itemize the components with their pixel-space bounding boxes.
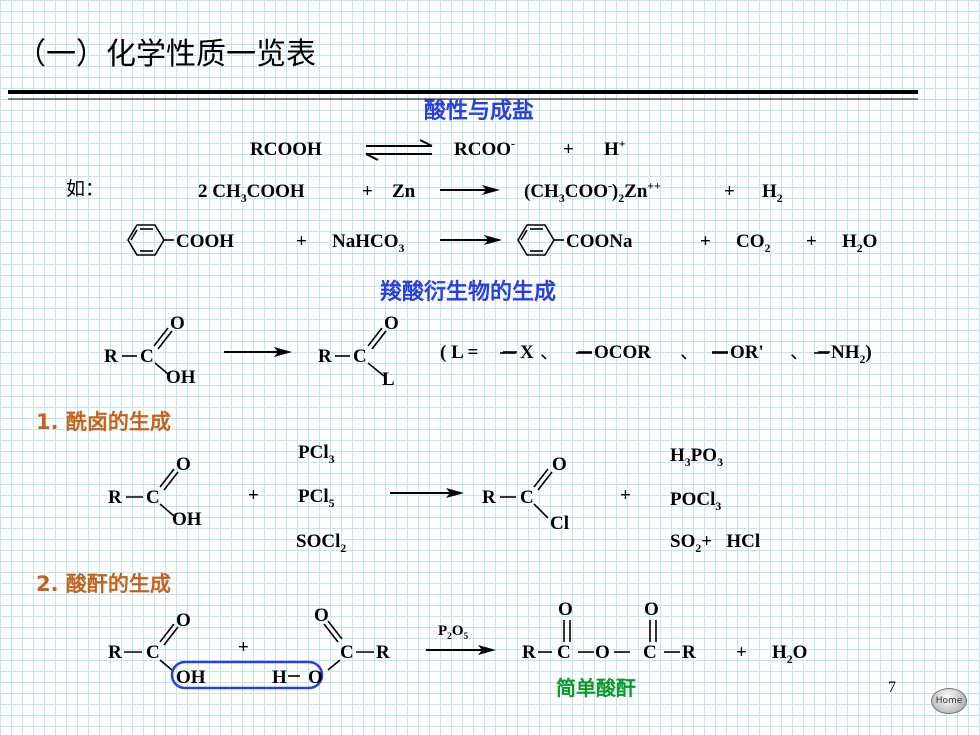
byproduct-h3po3: H3PO3 [670, 445, 723, 469]
plus-sign: + [620, 485, 631, 506]
heading-acyl-halide: 1. 酰卤的生成 [36, 410, 171, 434]
hydrogen: H2 [762, 181, 783, 205]
home-button[interactable]: Home [931, 688, 967, 714]
equilibrium-arrow [365, 139, 433, 161]
heading-derivatives: 羧酸衍生物的生成 [380, 280, 557, 305]
water: H2O [772, 642, 808, 666]
carbon: C [520, 487, 534, 508]
water: H2O [842, 231, 878, 255]
reagent-pcl3: PCl3 [298, 442, 335, 466]
oxygen: O [176, 454, 191, 475]
sodium-bicarbonate: NaHCO3 [332, 231, 405, 255]
r-group: R [108, 642, 122, 663]
heading-acidity: 酸性与成盐 [424, 99, 535, 124]
water-removal-highlight [170, 660, 324, 690]
carbon: C [340, 642, 354, 663]
benzene-ring-right [517, 224, 564, 256]
r-group: R [108, 487, 122, 508]
benzoic-acid-group: COOH [176, 231, 235, 252]
r-group: R [522, 642, 536, 663]
catalyst-p2o5: P2O5 [438, 623, 469, 642]
l-ester: OCOR [594, 342, 651, 363]
hydroxyl: OH [176, 667, 206, 688]
r-group: R [318, 346, 332, 367]
zinc: Zn [392, 181, 416, 202]
hydroxyl: OH [166, 367, 196, 388]
plus-sign: + [736, 642, 747, 663]
plus-sign: + [563, 139, 574, 160]
r-group: R [482, 487, 496, 508]
carboxyl-bonds-anhydride [124, 620, 680, 677]
page-title: （一）化学性质一览表 [16, 37, 316, 72]
reagent-socl2: SOCl2 [296, 531, 347, 555]
carbon: C [557, 642, 571, 663]
r-group: R [682, 642, 696, 663]
page-number: 7 [888, 679, 896, 696]
separator: 、 [540, 341, 560, 363]
r-group: R [376, 642, 390, 663]
carbon: C [353, 346, 367, 367]
r-group: R [104, 346, 118, 367]
acetic-acid: 2 CH3COOH [198, 181, 305, 205]
plus-sign: + [362, 181, 373, 202]
separator: 、 [680, 341, 700, 363]
carbon: C [146, 487, 160, 508]
plus-sign: + [248, 485, 259, 506]
l-halogen: X [520, 342, 534, 363]
separator: 、 [790, 341, 810, 363]
oxygen: O [308, 667, 323, 688]
sodium-benzoate-group: COONa [566, 231, 633, 252]
chlorine: Cl [550, 513, 569, 534]
leaving-group-l: L [382, 369, 395, 390]
rcoo-anion: RCOO- [454, 137, 515, 160]
plus-sign: + [724, 181, 735, 202]
reagent-pcl5: PCl5 [298, 486, 335, 510]
l-definition-open: ( L = [440, 342, 479, 363]
plus-sign: + [806, 231, 817, 252]
l-alkoxy: OR' [730, 342, 764, 363]
carbon: C [643, 642, 657, 663]
byproduct-so2-hcl: SO2+ HCl [670, 531, 761, 555]
byproduct-pocl3: POCl3 [670, 489, 722, 513]
oxygen: O [170, 313, 185, 334]
proton: H+ [604, 137, 626, 160]
plus-sign: + [700, 231, 711, 252]
oxygen: O [558, 599, 573, 620]
bridging-oxygen: O [595, 642, 610, 663]
oxygen: O [314, 605, 329, 626]
oxygen: O [644, 599, 659, 620]
product-label: 简单酸酐 [556, 676, 636, 700]
oxygen: O [552, 454, 567, 475]
carbon: C [146, 642, 160, 663]
zinc-acetate: (CH3COO-)2Zn++ [524, 179, 661, 205]
plus-sign: + [296, 231, 307, 252]
carbon: C [140, 346, 154, 367]
l-amino: NH2) [831, 342, 872, 366]
rcooh: RCOOH [250, 139, 322, 160]
oxygen: O [384, 313, 399, 334]
carboxyl-bonds-deriv [122, 327, 830, 377]
hydroxyl: OH [172, 509, 202, 530]
oxygen: O [176, 610, 191, 631]
heading-anhydride: 2. 酸酐的生成 [36, 572, 171, 596]
hydrogen-atom: H [272, 667, 287, 688]
carboxyl-bonds-acylhalide [126, 468, 553, 519]
plus-sign: + [238, 637, 249, 658]
example-label: 如： [66, 178, 105, 200]
carbon-dioxide: CO2 [736, 231, 771, 255]
benzene-ring-left [127, 224, 174, 256]
